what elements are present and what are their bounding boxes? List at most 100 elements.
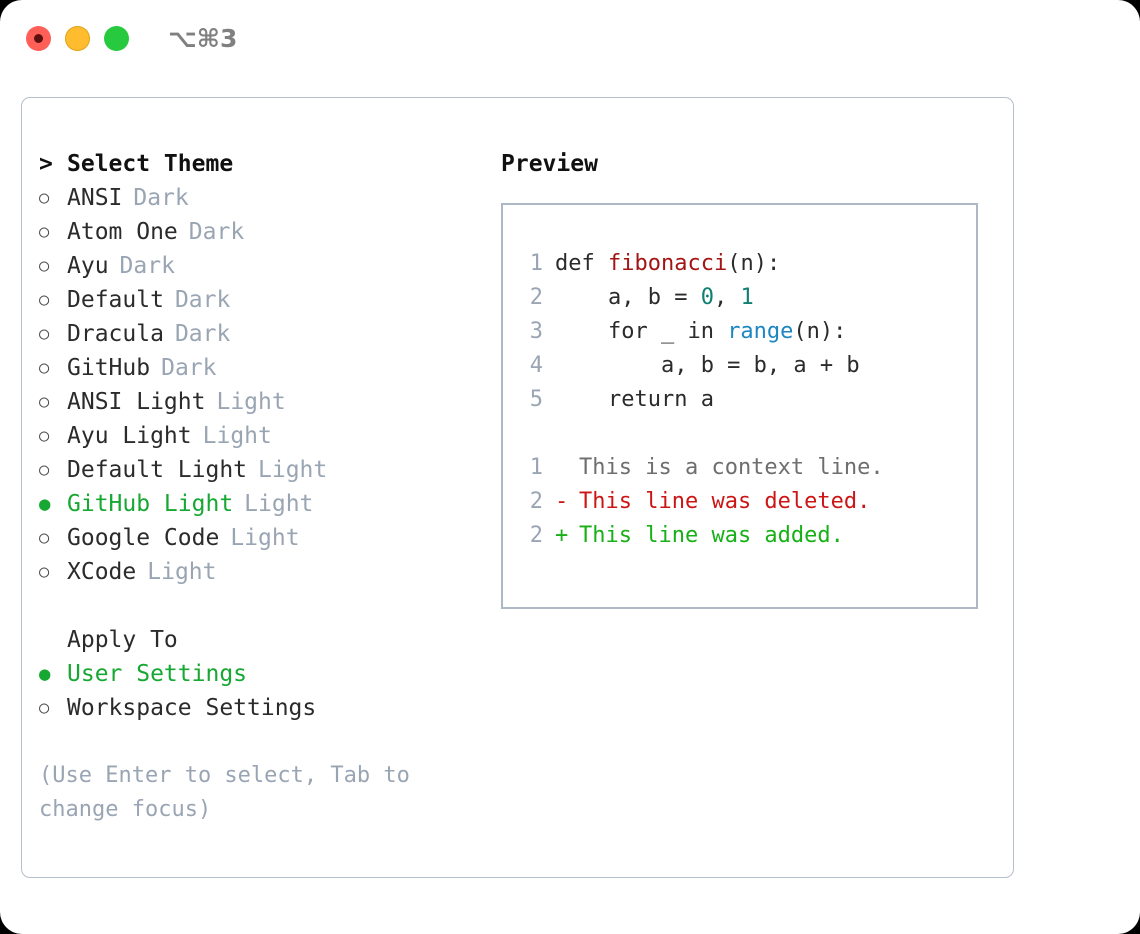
theme-name-label: XCode	[67, 559, 137, 585]
apply-to-option[interactable]: ● User Settings	[39, 657, 489, 691]
diff-marker: -	[555, 489, 569, 514]
theme-variant-tag: Dark	[133, 185, 189, 211]
line-number: 1	[529, 455, 543, 480]
theme-list-item[interactable]: ○ ANSI Dark	[39, 181, 489, 215]
radio-unselected-icon: ○	[39, 290, 50, 310]
line-number: 4	[529, 353, 543, 378]
apply-to-option[interactable]: ○ Workspace Settings	[39, 691, 489, 725]
prompt-caret-icon: >	[39, 151, 53, 177]
apply-to-header: Apply To	[67, 627, 178, 653]
theme-list-item[interactable]: ○ Default Dark	[39, 283, 489, 317]
code-token: 1	[740, 285, 754, 310]
diff-text: This is a context line.	[555, 451, 884, 485]
diff-sample: 1 This is a context line.2-This line was…	[521, 451, 976, 553]
diff-content: This line was added.	[579, 523, 844, 548]
diff-line: 2 -This line was deleted.	[521, 485, 976, 519]
theme-list-item[interactable]: ○ Default Light Light	[39, 453, 489, 487]
radio-unselected-icon: ○	[39, 392, 50, 412]
theme-name-label: Default	[67, 287, 164, 313]
radio-unselected-icon: ○	[39, 460, 50, 480]
radio-unselected-icon: ○	[39, 188, 50, 208]
theme-name-label: Default Light	[67, 457, 248, 483]
radio-unselected-icon: ○	[39, 698, 50, 718]
diff-marker: +	[555, 523, 569, 548]
theme-list-item[interactable]: ● GitHub Light Light	[39, 487, 489, 521]
code-token: ,	[713, 285, 741, 310]
code-token: range	[727, 319, 794, 344]
theme-variant-tag: Dark	[174, 321, 231, 347]
close-button[interactable]	[26, 26, 51, 51]
theme-list-item[interactable]: ○ Dracula Dark	[39, 317, 489, 351]
code-token: fibonacci	[607, 251, 728, 276]
theme-variant-tag: Light	[216, 389, 286, 415]
theme-variant-tag: Dark	[119, 253, 175, 279]
code-token: def	[555, 251, 608, 276]
code-diff-spacer	[521, 417, 976, 451]
theme-variant-tag: Dark	[174, 287, 231, 313]
code-token: (n):	[793, 319, 847, 344]
apply-to-label: User Settings	[67, 661, 248, 687]
radio-unselected-icon: ○	[39, 222, 50, 242]
theme-name-label: Dracula	[67, 321, 164, 347]
line-number: 1	[529, 251, 543, 276]
diff-text: -This line was deleted.	[555, 485, 870, 519]
line-number: 5	[529, 387, 543, 412]
code-token: a, b =	[555, 285, 701, 310]
line-number: 2	[529, 489, 543, 514]
diff-marker	[555, 451, 579, 485]
radio-selected-icon: ●	[39, 663, 51, 685]
theme-variant-tag: Light	[258, 457, 328, 483]
theme-name-label: Google Code	[67, 525, 220, 551]
theme-name-label: Atom One	[67, 219, 178, 245]
section-spacer	[39, 589, 489, 623]
radio-unselected-icon: ○	[39, 324, 50, 344]
theme-name-label: ANSI	[67, 185, 123, 211]
theme-name-label: Ayu	[67, 253, 109, 279]
preview-title: Preview	[501, 151, 598, 177]
code-line: 4 a, b = b, a + b	[521, 349, 976, 383]
theme-list-item[interactable]: ○ XCode Light	[39, 555, 489, 589]
code-line: 3 for _ in range(n):	[521, 315, 976, 349]
theme-variant-tag: Light	[147, 559, 217, 585]
code-line: 1 def fibonacci(n):	[521, 247, 976, 281]
code-token: (n):	[727, 251, 781, 276]
code-line: 5 return a	[521, 383, 976, 417]
theme-name-label: GitHub Light	[67, 491, 234, 517]
apply-to-label: Workspace Settings	[67, 695, 317, 721]
theme-name-label: GitHub	[67, 355, 151, 381]
radio-selected-icon: ●	[39, 493, 51, 515]
zoom-button[interactable]	[104, 26, 129, 51]
diff-content: This is a context line.	[579, 455, 884, 480]
diff-text: + This line was added.	[555, 519, 844, 553]
code-token: return a	[555, 387, 714, 412]
theme-list-item[interactable]: ○ ANSI Light Light	[39, 385, 489, 419]
diff-line: 2+This line was added.	[521, 519, 976, 553]
code-line: 2 a, b = 0, 1	[521, 281, 976, 315]
radio-unselected-icon: ○	[39, 562, 50, 582]
theme-variant-tag: Light	[244, 491, 314, 517]
theme-name-label: ANSI Light	[67, 389, 206, 415]
keyboard-shortcut-label: ⌥⌘3	[168, 24, 238, 53]
apply-to-list: ● User Settings ○ Workspace Settings	[39, 657, 489, 725]
radio-unselected-icon: ○	[39, 528, 50, 548]
radio-unselected-icon: ○	[39, 426, 50, 446]
code-token: 0	[700, 285, 714, 310]
radio-unselected-icon: ○	[39, 358, 50, 378]
code-text: a, b = 0, 1	[555, 281, 754, 315]
code-text: a, b = b, a + b	[555, 349, 860, 383]
window-controls	[26, 26, 129, 51]
code-text: for _ in range(n):	[555, 315, 846, 349]
minimize-button[interactable]	[65, 26, 90, 51]
line-number: 2	[529, 285, 543, 310]
code-token: for _ in	[555, 319, 728, 344]
